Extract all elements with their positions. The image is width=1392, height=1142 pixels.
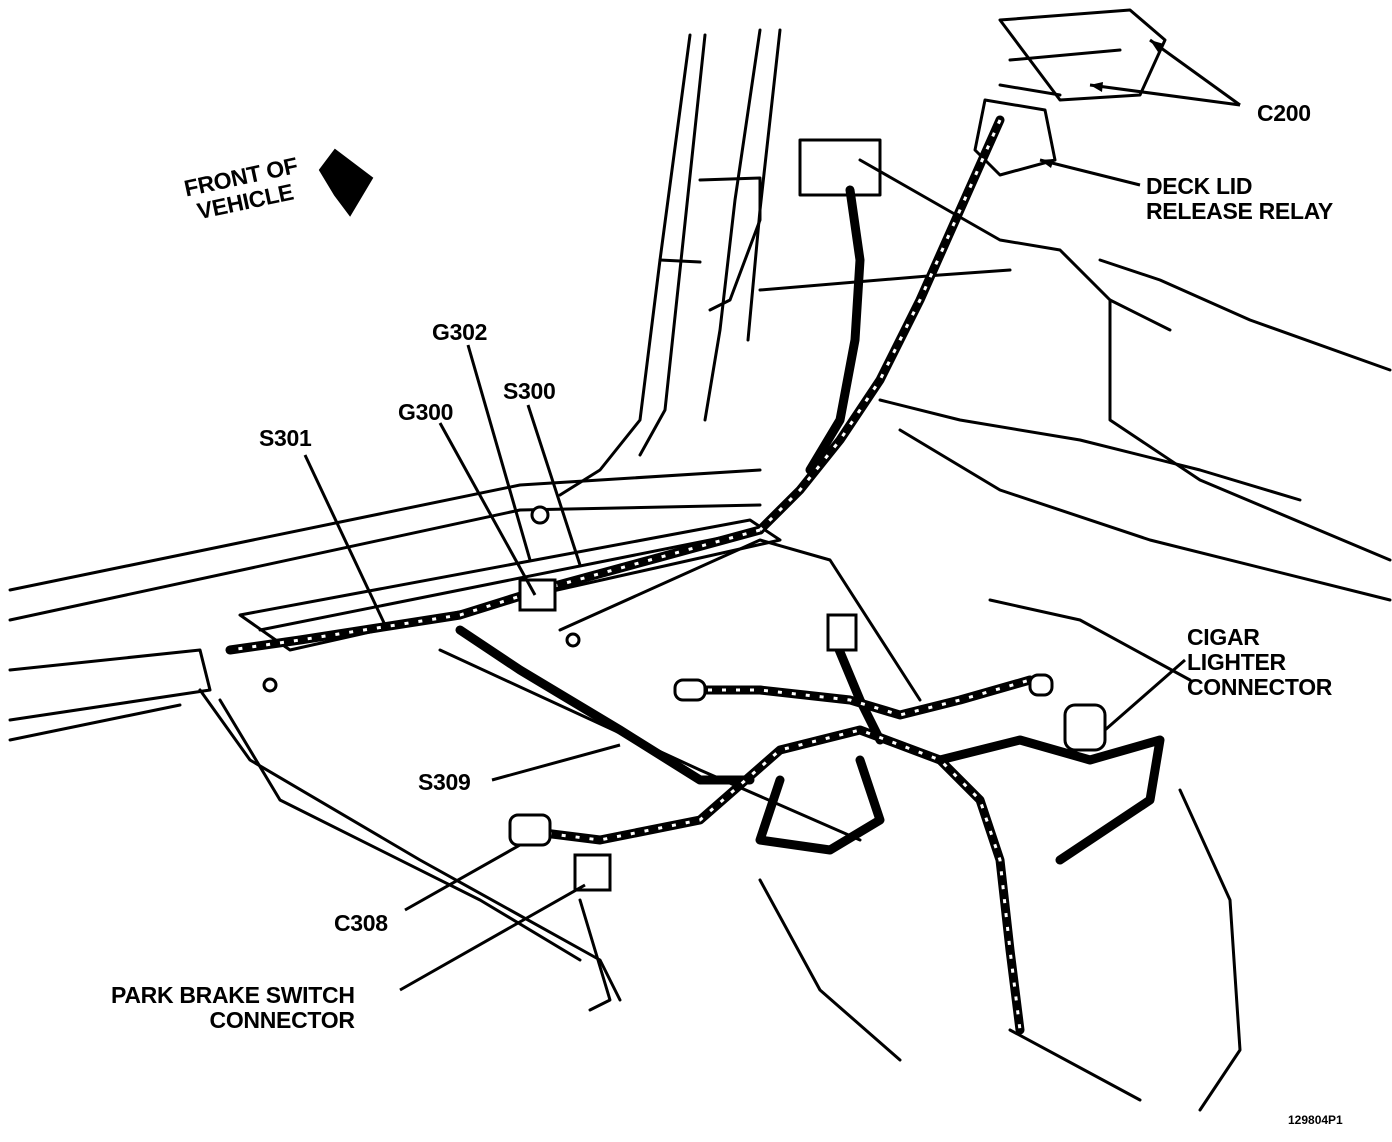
label-cigar-lighter-connector: CIGAR LIGHTER CONNECTOR — [1187, 625, 1332, 700]
label-g302: G302 — [432, 319, 488, 345]
label-c200: C200 — [1257, 100, 1311, 126]
deck-lid-line1: DECK LID — [1146, 173, 1253, 199]
leader-c200-a — [1149, 38, 1241, 107]
leader-cigar — [1104, 658, 1186, 732]
park-brake-line1: PARK BRAKE SWITCH — [111, 982, 355, 1008]
rear-panel — [858, 158, 1172, 332]
sill-rail — [8, 468, 762, 592]
label-s301: S301 — [259, 425, 312, 451]
label-park-brake-switch-connector: PARK BRAKE SWITCH CONNECTOR — [111, 983, 355, 1033]
cigar-line3: CONNECTOR — [1187, 674, 1333, 700]
harness-cigar — [935, 735, 1165, 865]
label-g300: G300 — [398, 399, 454, 425]
leader-deck-lid — [1039, 158, 1141, 187]
label-c308: C308 — [334, 910, 388, 936]
label-s309: S309 — [418, 769, 471, 795]
figure-code: 129804P1 — [1288, 1113, 1343, 1127]
leader-g302 — [466, 344, 532, 561]
label-s300: S300 — [503, 378, 556, 404]
door-pillar — [558, 33, 692, 497]
leader-park-brake — [399, 883, 586, 992]
cigar-line2: LIGHTER — [1187, 649, 1286, 675]
leader-c200-b — [1089, 83, 1241, 107]
relay-bracket — [798, 138, 882, 197]
front-arrow-icon — [318, 148, 374, 217]
c200-connector — [998, 8, 1167, 102]
leader-s301 — [303, 454, 387, 626]
deck-lid-line2: RELEASE RELAY — [1146, 198, 1333, 224]
cigar-line1: CIGAR — [1187, 624, 1260, 650]
leader-g300 — [438, 422, 537, 596]
harness-main — [515, 725, 1025, 1035]
harness-s309 — [455, 625, 755, 785]
c308-connector — [508, 813, 552, 847]
label-deck-lid-release-relay: DECK LID RELEASE RELAY — [1146, 174, 1333, 224]
leader-s309 — [491, 743, 621, 782]
relay-body — [973, 98, 1057, 177]
leader-c308 — [404, 843, 521, 912]
cigar-lighter-connector-body — [1063, 703, 1107, 752]
harness-pillar — [805, 185, 865, 475]
park-brake-connector — [573, 853, 612, 892]
leader-s300 — [526, 404, 582, 566]
park-brake-line2: CONNECTOR — [209, 1007, 355, 1033]
floor-pan — [198, 688, 622, 1002]
harness-sill — [225, 525, 765, 655]
